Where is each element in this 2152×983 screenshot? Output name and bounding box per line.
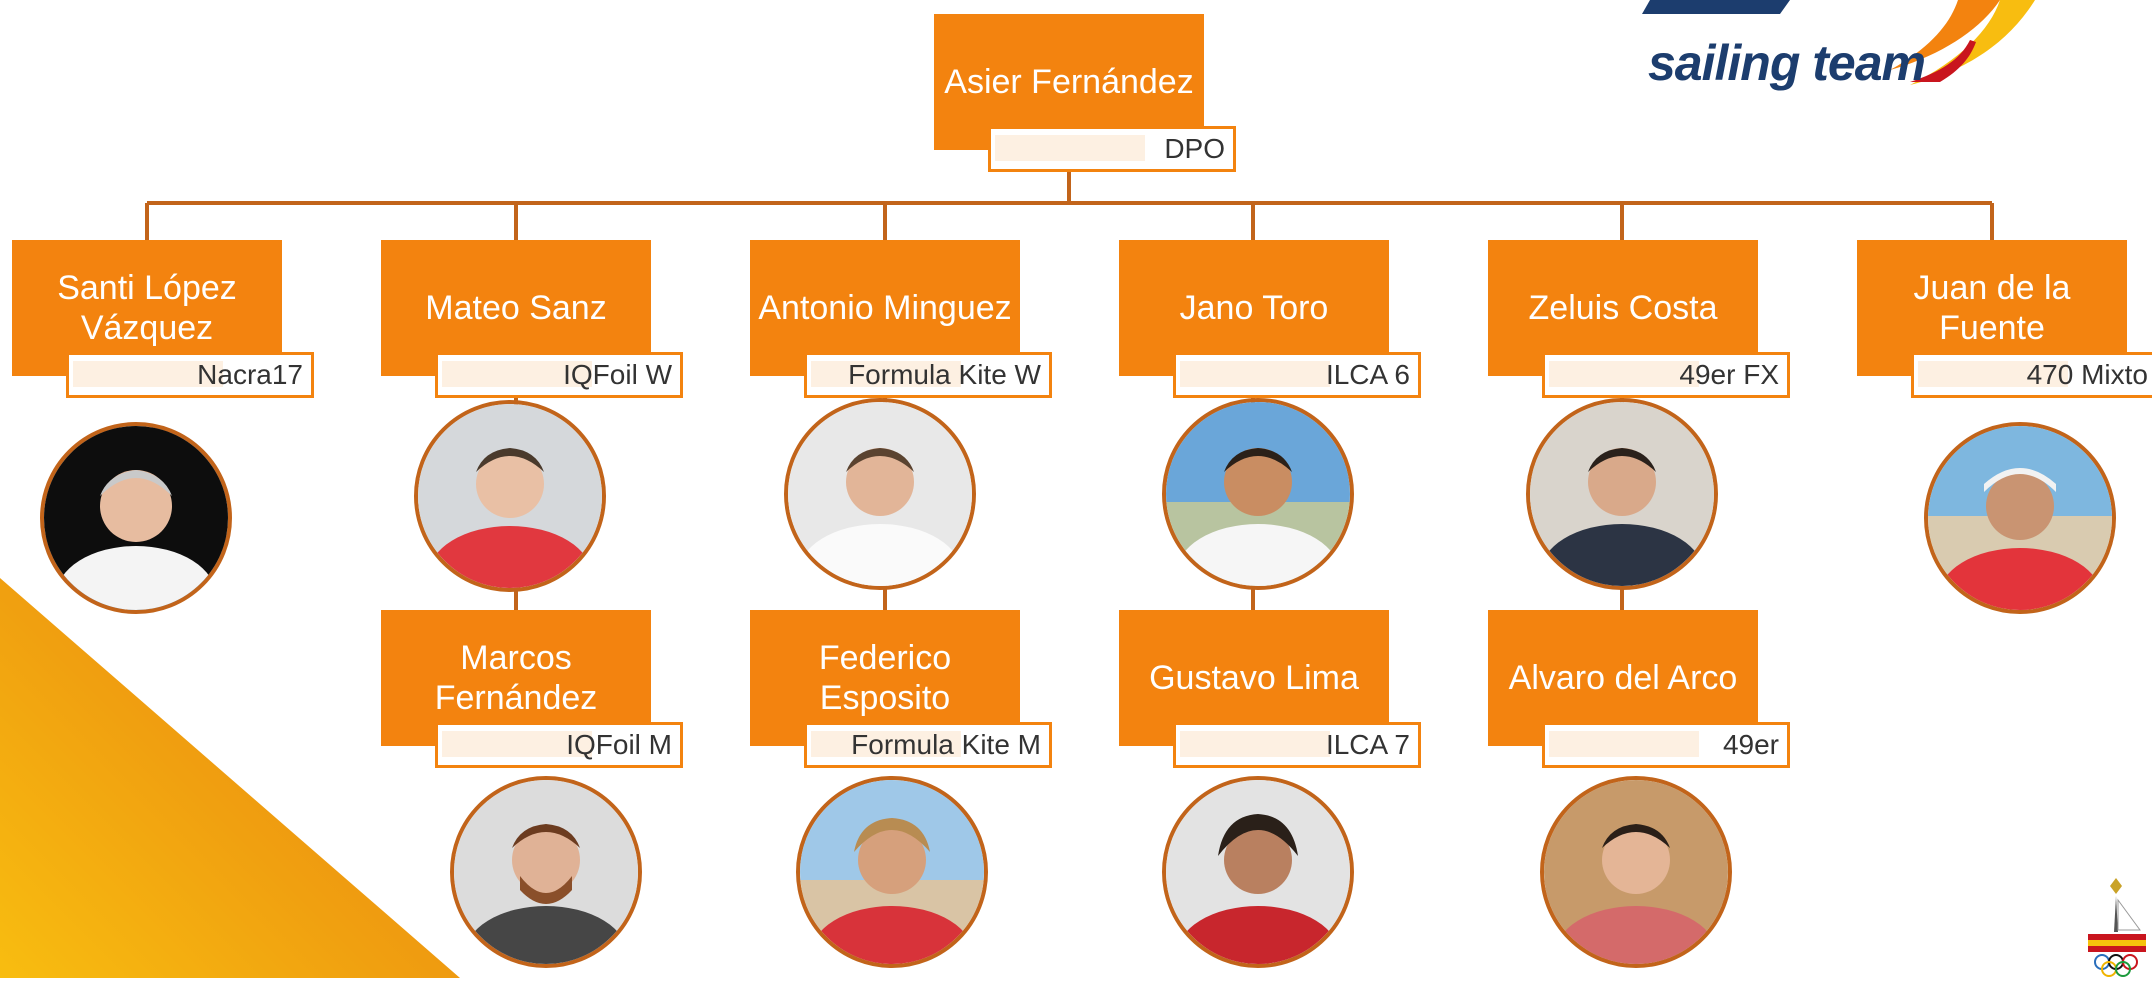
portrait-illustration [44,426,228,610]
node-role: Nacra17 [66,352,314,398]
org-node-coach: Gustavo Lima ILCA 7 [1119,610,1439,770]
avatar [1540,776,1732,968]
avatar [1526,398,1718,590]
avatar [796,776,988,968]
node-role: 49er [1542,722,1790,768]
node-role: 470 Mixto [1911,352,2152,398]
avatar [1924,422,2116,614]
portrait-illustration [1166,780,1350,964]
avatar [1162,398,1354,590]
org-node-coach: Zeluis Costa 49er FX [1488,240,1808,400]
avatar [40,422,232,614]
node-role: DPO [988,126,1236,172]
portrait-illustration [1530,402,1714,586]
avatar [784,398,976,590]
node-role: IQFoil W [435,352,683,398]
org-node-coach: Alvaro del Arco 49er [1488,610,1808,770]
org-node-coach: Jano Toro ILCA 6 [1119,240,1439,400]
org-node-coach: Antonio Minguez Formula Kite W [750,240,1070,400]
portrait-illustration [454,780,638,964]
logo-text: sailing team [1648,35,1926,91]
node-role: Formula Kite W [804,352,1052,398]
node-role: IQFoil M [435,722,683,768]
emblem-graphic [2088,878,2146,977]
org-node-coach: Santi López Vázquez Nacra17 [12,240,332,400]
portrait-illustration [1544,780,1728,964]
node-role: 49er FX [1542,352,1790,398]
org-node-coach: Federico Esposito Formula Kite M [750,610,1070,770]
portrait-illustration [788,402,972,586]
org-node-coach: Mateo Sanz IQFoil W [381,240,701,400]
avatar [450,776,642,968]
logo-mark [1642,0,2035,85]
node-role: Formula Kite M [804,722,1052,768]
esp-sailing-team-logo: sailing team [1640,0,2040,100]
portrait-illustration [418,404,602,588]
node-role: ILCA 6 [1173,352,1421,398]
avatar [1162,776,1354,968]
portrait-illustration [1166,402,1350,586]
portrait-illustration [800,780,984,964]
node-role: ILCA 7 [1173,722,1421,768]
olympic-committee-emblem [2080,872,2152,978]
node-name: Antonio Minguez [750,240,1020,376]
org-node-coach: Juan de la Fuente 470 Mixto [1857,240,2152,400]
org-node-coach: Marcos Fernández IQFoil M [381,610,701,770]
avatar [414,400,606,592]
portrait-illustration [1928,426,2112,610]
org-node-root: Asier Fernández DPO [934,14,1254,174]
